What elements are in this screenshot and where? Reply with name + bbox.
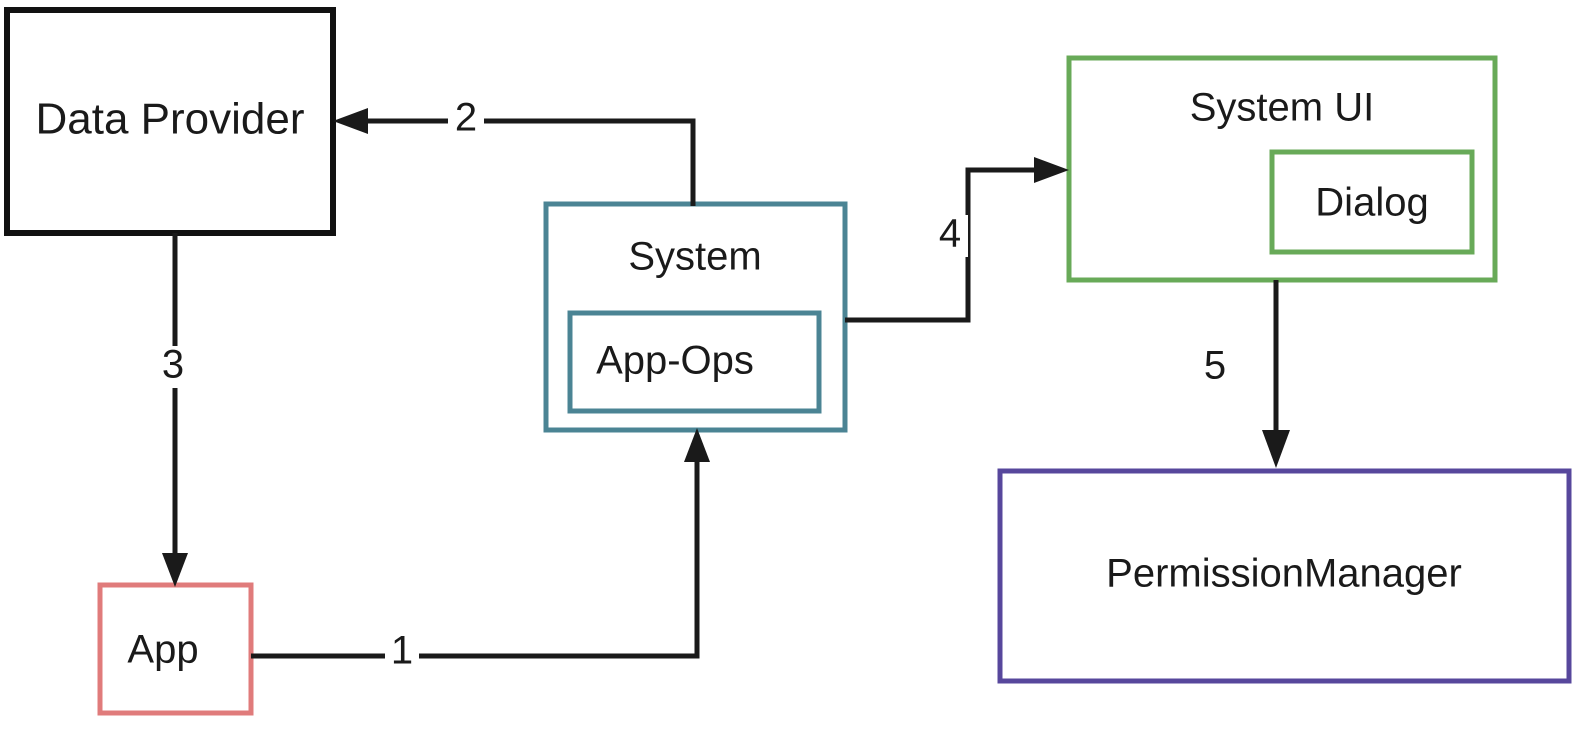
node-data-provider[interactable]: Data Provider [4,7,336,236]
edge-5-label: 5 [1204,344,1226,388]
node-app-ops-box [567,310,822,414]
node-dialog[interactable]: Dialog [1269,149,1475,255]
node-permission-manager-label: PermissionManager [1106,552,1462,596]
edge-2-label-bg [448,100,484,140]
node-app-box [97,582,254,716]
node-app-label: App [127,628,198,672]
node-permission-manager-box [997,468,1572,684]
node-app-ops[interactable]: App-Ops [567,310,822,414]
edge-1-app-to-system[interactable]: 1 [251,428,710,674]
node-dialog-label: Dialog [1315,181,1428,225]
edge-3-label: 3 [162,343,184,387]
edge-3-arrowhead-icon [162,553,188,587]
node-app-ops-label: App-Ops [596,339,754,383]
edge-1-label-bg [385,634,419,674]
node-permission-manager[interactable]: PermissionManager [997,468,1572,684]
edge-4-system-to-system-ui[interactable]: 4 [845,157,1069,323]
edge-1-label: 1 [391,629,413,673]
edge-5-arrowhead-icon [1262,430,1290,468]
edge-4-label: 4 [939,212,961,256]
edge-2-line [347,118,696,206]
edge-3-data-provider-to-app[interactable]: 3 [155,233,191,587]
node-system-label: System [628,235,761,279]
node-dialog-box [1269,149,1475,255]
node-system-ui-label: System UI [1190,86,1374,130]
edge-2-arrowhead-icon [333,108,368,134]
edge-1-arrowhead-icon [684,428,710,462]
edge-2-label: 2 [455,96,477,140]
edge-2-system-to-data-provider[interactable]: 2 [333,96,696,206]
edge-4-label-bg [932,215,968,257]
edge-1-line [251,440,700,659]
edge-5-system-ui-to-permission-manager[interactable]: 5 [1204,280,1290,468]
node-data-provider-label: Data Provider [35,95,304,144]
edge-4-arrowhead-icon [1034,157,1069,183]
edge-3-label-bg [155,346,191,388]
node-data-provider-box [4,7,336,236]
node-app[interactable]: App [97,582,254,716]
